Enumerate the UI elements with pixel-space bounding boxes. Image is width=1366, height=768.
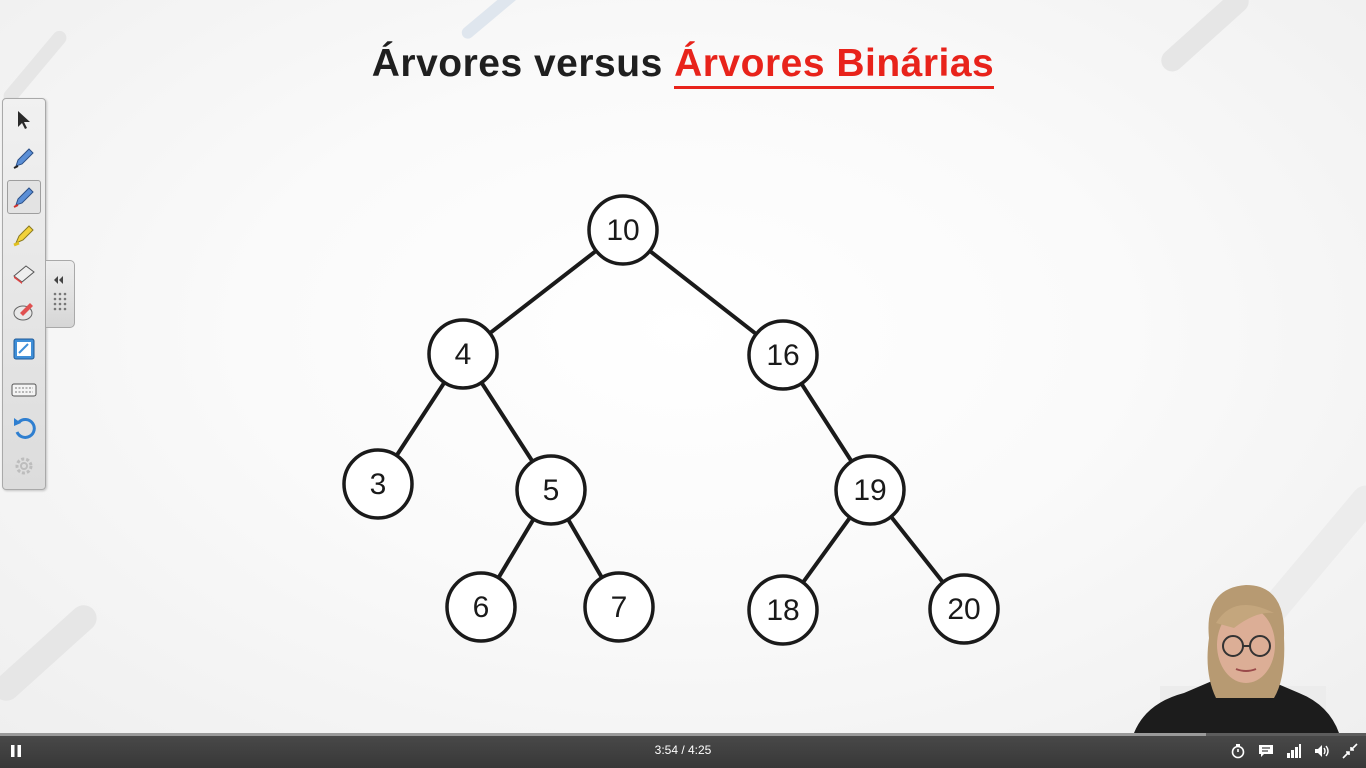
tree-node: 10 [587,194,659,266]
tree-node: 19 [834,454,906,526]
volume-icon[interactable] [1313,742,1331,760]
playback-time: 3:54 / 4:25 [654,743,712,757]
notes-icon[interactable] [7,332,41,366]
slide-title: Árvores versus Árvores Binárias [0,42,1366,89]
playback-progress-bar[interactable] [0,733,1366,736]
tree-node-circle [928,573,1000,645]
tree-node: 18 [747,574,819,646]
tree-node-circle [587,194,659,266]
tree-node: 5 [515,454,587,526]
drawing-toolbar [2,98,46,490]
highlighter-icon[interactable] [7,218,41,252]
keyboard-icon[interactable] [7,373,41,407]
tree-node-circle [515,454,587,526]
toolbar-collapse-handle[interactable] [45,260,75,328]
undo-icon[interactable] [7,410,41,444]
player-control-bar [0,733,1366,768]
tree-node: 6 [445,571,517,643]
tree-node-circle [747,574,819,646]
collapse-arrows-icon [53,276,67,311]
tree-node-label: 5 [543,474,560,507]
tree-node-label: 19 [853,474,886,507]
tree-node-label: 7 [611,591,628,624]
shape-eraser-icon[interactable] [7,294,41,328]
binary-tree-diagram: 10 4 16 3 5 19 6 7 18 20 [342,194,1000,646]
tree-node-label: 4 [455,338,472,371]
select-tool-icon[interactable] [7,103,41,137]
tree-node: 20 [928,573,1000,645]
tree-node: 4 [427,318,499,390]
eraser-icon[interactable] [7,256,41,290]
tree-node-label: 3 [370,468,387,501]
tree-node-circle [583,571,655,643]
captions-icon[interactable] [1257,742,1275,760]
presenter-webcam [1124,583,1346,733]
pen-tool-icon[interactable] [7,141,41,175]
tree-node-label: 18 [766,594,799,627]
timer-icon[interactable] [1229,742,1247,760]
tree-node-circle [747,319,819,391]
tree-node: 16 [747,319,819,391]
tree-node: 3 [342,448,414,520]
tree-node-label: 10 [606,214,639,247]
pen-tool-active-icon[interactable] [7,180,41,214]
tree-node-label: 20 [947,593,980,626]
pause-icon[interactable] [7,742,25,760]
tree-node: 7 [583,571,655,643]
tree-node-circle [427,318,499,390]
tree-node-circle [445,571,517,643]
tree-node-label: 6 [473,591,490,624]
exit-fullscreen-icon[interactable] [1341,742,1359,760]
tree-node-circle [342,448,414,520]
quality-icon[interactable] [1285,742,1303,760]
settings-icon[interactable] [7,449,41,483]
tree-node-label: 16 [766,339,799,372]
slide-title-highlight: Árvores Binárias [674,42,995,89]
playback-progress-fill [0,733,1207,736]
slide-title-part1: Árvores versus [371,42,675,85]
tree-node-circle [834,454,906,526]
